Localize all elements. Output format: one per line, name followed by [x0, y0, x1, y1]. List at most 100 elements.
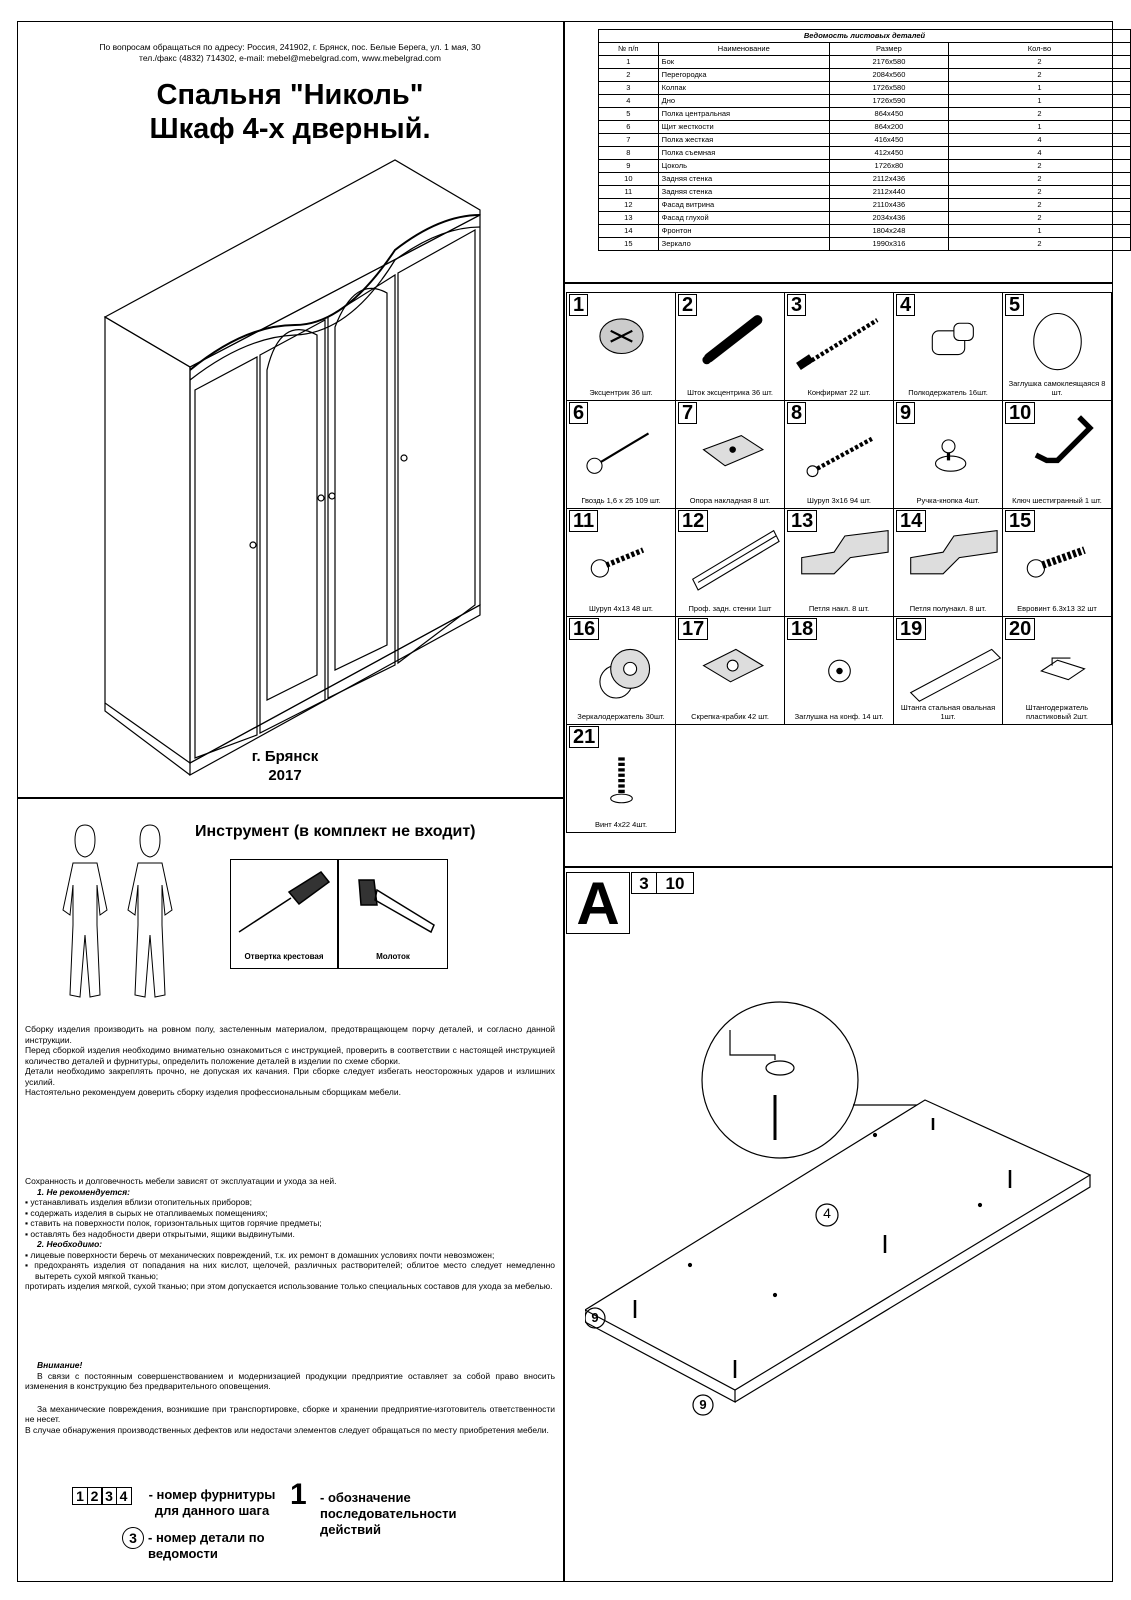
bullet-icon: ▪: [25, 1218, 31, 1228]
hardware-label: Ключ шестигранный 1 шт.: [1012, 496, 1102, 505]
bom-cell-qty: 2: [947, 185, 1131, 199]
bullet-icon: ▪: [25, 1249, 31, 1260]
bom-cell-qty: 4: [947, 133, 1131, 147]
screwdriver-icon: [238, 871, 331, 933]
hardware-label: Конфирмат 22 шт.: [807, 388, 871, 397]
bom-cell-qty: 2: [947, 172, 1131, 186]
bom-cell-size: 864x450: [828, 107, 949, 121]
attention-text: В связи с постоянным совершенствованием …: [25, 1370, 555, 1392]
tools-title: Инструмент (в комплект не входит): [195, 823, 476, 840]
bom-cell-n: 12: [598, 198, 659, 212]
hardware-number: 1: [569, 294, 589, 316]
bom-cell-name: Фасад глухой: [657, 211, 830, 225]
legend-box-4: 4: [115, 1487, 132, 1505]
bom-cell-n: 7: [598, 133, 659, 147]
bom-cell-size: 2084x560: [828, 68, 949, 82]
attention-title: Внимание!: [37, 1360, 83, 1370]
hardware-icon-11: [590, 547, 645, 578]
bom-cell-name: Цоколь: [657, 159, 830, 173]
hardware-label: Заглушка самоклеящаяся 8 шт.: [1008, 379, 1106, 397]
bom-cell-qty: 2: [947, 211, 1131, 225]
hardware-label: Зеркалодержатель 30шт.: [577, 712, 665, 721]
list-item-text: содержать изделия в сырых не отапливаемы…: [30, 1207, 268, 1218]
contact-line-1: По вопросам обращаться по адресу: Россия…: [99, 42, 481, 52]
hardware-icon-8: [806, 436, 873, 478]
legend-circle-num: 3: [122, 1527, 144, 1549]
legend-box-3: 3: [101, 1487, 117, 1505]
hardware-icon-1: [599, 318, 644, 355]
hardware-icon-15: [1026, 546, 1086, 578]
step-a-diagram: [585, 1001, 1092, 1416]
bom-cell-qty: 1: [947, 224, 1131, 238]
hardware-label: Петля полунакл. 8 шт.: [909, 604, 987, 613]
bom-cell-n: 15: [598, 237, 659, 251]
title-line-2: Шкаф 4-х дверный.: [149, 113, 431, 145]
hardware-icon-12: [691, 529, 780, 591]
bom-cell-size: 1804x248: [828, 224, 949, 238]
tools-box-divider: [337, 860, 339, 968]
hammer-label: Молоток: [376, 952, 410, 961]
hardware-icon-5: [1033, 312, 1082, 371]
hardware-label: Полкодержатель 16шт.: [908, 388, 988, 397]
wardrobe-illustration: [103, 159, 481, 777]
bom-cell-size: 416x450: [828, 133, 949, 147]
bom-cell-name: Колпак: [657, 81, 830, 95]
assembly-text: Сборку изделия производить на ровном пол…: [25, 1024, 555, 1045]
bom-col-qty: Кол-во: [947, 42, 1131, 56]
list-item-text: лицевые поверхности беречь от механическ…: [30, 1249, 495, 1260]
hardware-icon-9: [935, 439, 967, 472]
not-rec-list: ▪ устанавливать изделия вблизи отопитель…: [25, 1197, 555, 1239]
bom-title: Ведомость листовых деталей: [598, 29, 1131, 43]
contact-line-2: тел./факс (4832) 714302, e-mail: mebel@m…: [139, 53, 441, 63]
bom-cell-size: 2176x580: [828, 55, 949, 69]
bom-cell-qty: 2: [947, 198, 1131, 212]
bom-cell-size: 1990x316: [828, 237, 949, 251]
year: 2017: [268, 767, 302, 784]
defects-text: В случае обнаружения производственных де…: [25, 1424, 549, 1435]
hammer-icon: [358, 879, 435, 934]
list-item-text: ставить на поверхности полок, горизонтал…: [30, 1218, 322, 1228]
list-item: ▪ предохранять изделия от попадания на н…: [25, 1260, 555, 1281]
bom-cell-size: 1726x580: [828, 81, 949, 95]
hardware-label: Евровинт 6.3х13 32 шт: [1017, 604, 1097, 613]
hardware-icon-20: [1040, 657, 1086, 681]
hardware-label: Гвоздь 1,6 х 25 109 шт.: [581, 496, 661, 505]
hardware-number: 5: [1005, 294, 1025, 316]
legend-box-1: 1: [72, 1487, 88, 1505]
bullet-icon: ▪: [25, 1228, 31, 1239]
bom-cell-qty: 2: [947, 107, 1131, 121]
bom-cell-n: 3: [598, 81, 659, 95]
bom-col-size: Размер: [828, 42, 949, 56]
hardware-number: 11: [569, 510, 599, 532]
list-item-text: предохранять изделия от попадания на них…: [34, 1260, 555, 1281]
hardware-number: 10: [1005, 402, 1036, 424]
right-section-divider-1: [563, 282, 1113, 284]
step-letter: A: [566, 872, 630, 935]
bom-cell-n: 10: [598, 172, 659, 186]
hardware-number: 16: [569, 618, 600, 640]
bom-cell-name: Задняя стенка: [657, 185, 830, 199]
attention-block: Внимание! В связи с постоянным совершенс…: [25, 1360, 555, 1435]
hardware-number: 7: [678, 402, 698, 424]
list-item: ▪ содержать изделия в сырых не отапливае…: [25, 1208, 555, 1219]
bom-cell-size: 2034x436: [828, 211, 949, 225]
hardware-icon-10: [1034, 415, 1094, 464]
before-text: Перед сборкой изделия необходимо внимате…: [25, 1045, 555, 1066]
fix-text: Детали необходимо закреплять прочно, не …: [25, 1066, 555, 1087]
hardware-number: 9: [896, 402, 916, 424]
